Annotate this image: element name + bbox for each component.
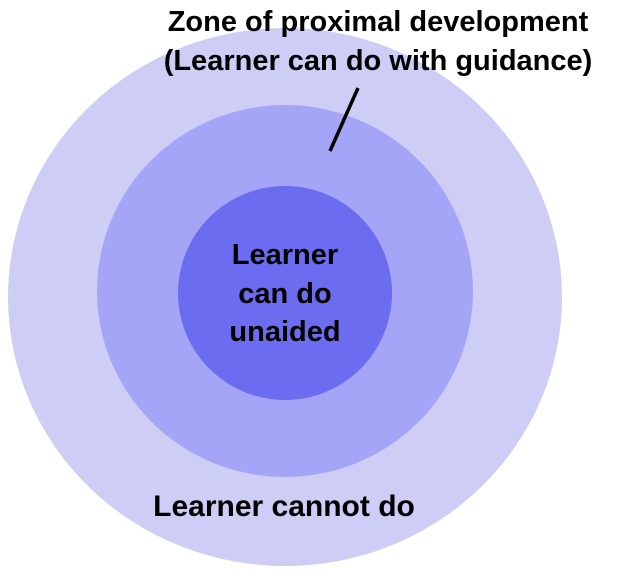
diagram-title: Zone of proximal development (Learner ca… [128, 3, 628, 81]
inner-circle-learner-can-do-unaided [178, 186, 392, 400]
title-line-1: Zone of proximal development [167, 6, 589, 38]
title-line-2: (Learner can do with guidance) [163, 45, 593, 77]
outer-circle-label: Learner cannot do [153, 490, 415, 523]
inner-circle-label: Learner can do unaided [229, 239, 341, 348]
